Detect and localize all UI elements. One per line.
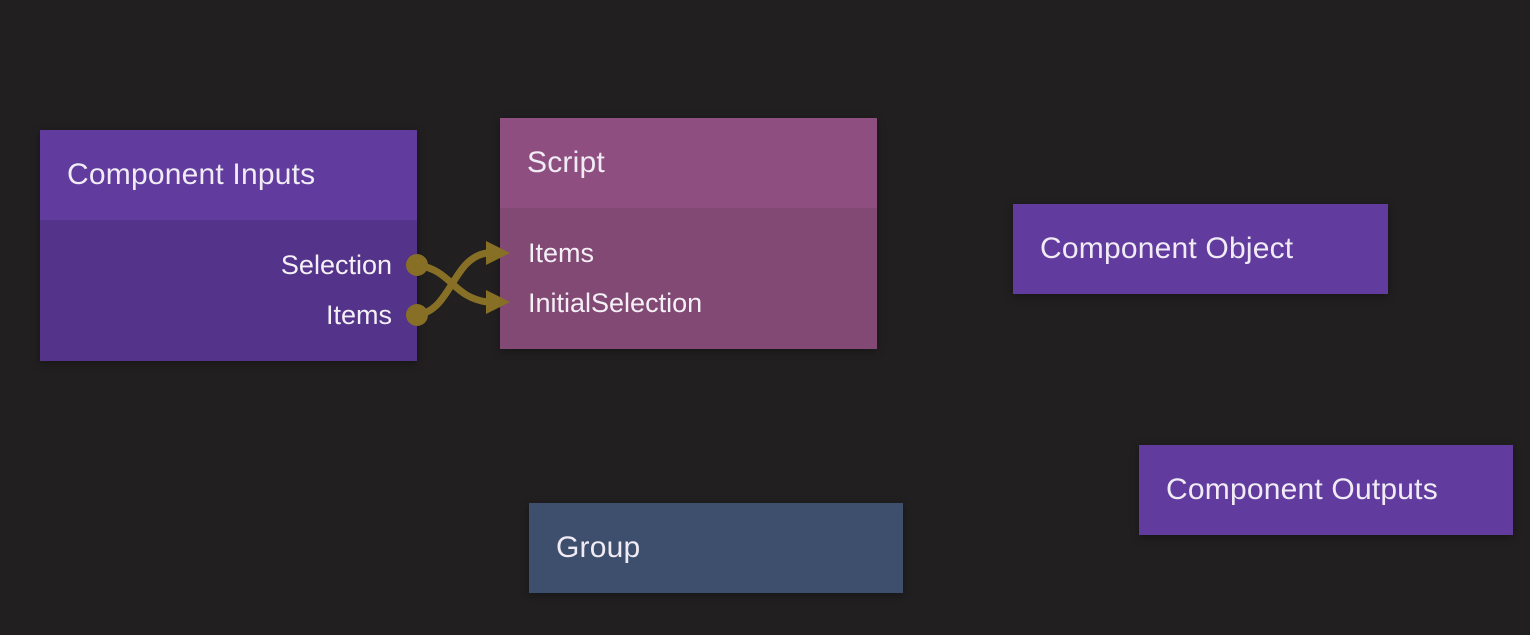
- node-component-outputs[interactable]: Component Outputs: [1139, 445, 1513, 535]
- port-connector-items[interactable]: [406, 304, 428, 326]
- node-component-inputs-header[interactable]: Component Inputs: [40, 130, 417, 220]
- node-group-title: Group: [556, 531, 641, 564]
- wire-arrowhead-items: [486, 241, 510, 265]
- node-component-object-title: Component Object: [1040, 232, 1294, 265]
- node-group[interactable]: Group: [529, 503, 903, 593]
- node-component-inputs-title: Component Inputs: [67, 158, 316, 191]
- node-script[interactable]: Script Items InitialSelection: [500, 118, 877, 349]
- node-script-body: Items InitialSelection: [500, 208, 877, 349]
- port-initialselection-label: InitialSelection: [528, 287, 703, 318]
- node-component-outputs-header[interactable]: Component Outputs: [1139, 445, 1513, 535]
- node-script-title: Script: [527, 146, 605, 179]
- port-selection[interactable]: Selection: [40, 240, 417, 290]
- port-selection-label: Selection: [280, 249, 392, 280]
- port-connector-selection[interactable]: [406, 254, 428, 276]
- wire-arrowhead-initialselection: [486, 290, 510, 314]
- port-items-in[interactable]: Items: [500, 228, 877, 278]
- port-initialselection[interactable]: InitialSelection: [500, 278, 877, 328]
- node-component-outputs-title: Component Outputs: [1166, 473, 1438, 506]
- node-script-header[interactable]: Script: [500, 118, 877, 208]
- port-items-out-label: Items: [325, 299, 392, 330]
- node-component-inputs[interactable]: Component Inputs Selection Items: [40, 130, 417, 361]
- node-group-header[interactable]: Group: [529, 503, 903, 593]
- node-component-object-header[interactable]: Component Object: [1013, 204, 1388, 294]
- port-items-out[interactable]: Items: [40, 290, 417, 340]
- node-component-object[interactable]: Component Object: [1013, 204, 1388, 294]
- port-items-in-label: Items: [528, 237, 595, 268]
- node-component-inputs-body: Selection Items: [40, 220, 417, 361]
